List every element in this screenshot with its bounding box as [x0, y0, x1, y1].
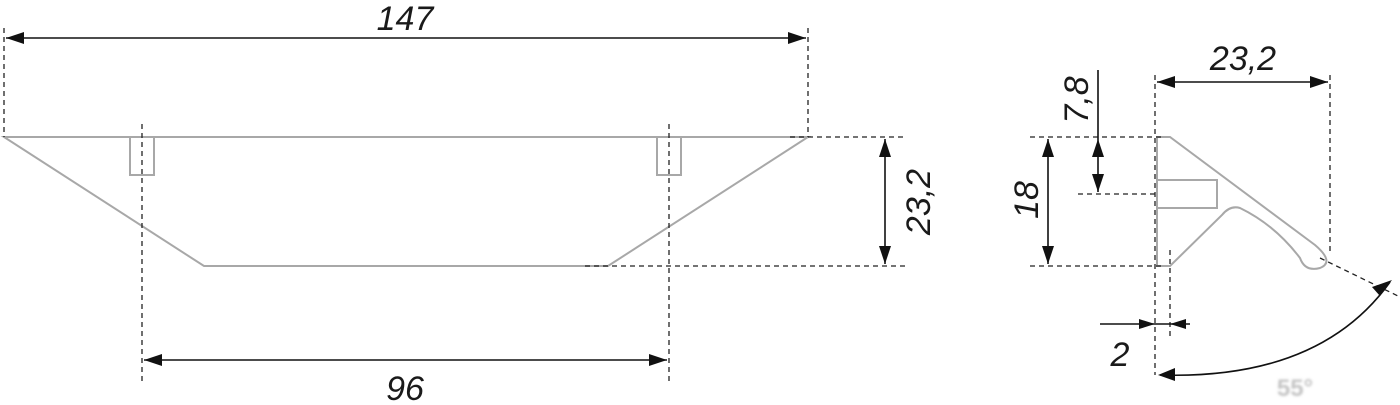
dimension-label-thickness: 2: [1110, 336, 1130, 374]
dimension-height: 23,2: [879, 139, 938, 264]
dimension-overall-length: 147: [6, 0, 806, 44]
dimension-label-depth: 23,2: [1209, 40, 1276, 78]
mounting-tab: [1156, 179, 1218, 209]
dimension-angle: 55°: [1158, 280, 1392, 402]
extension-line-angle: [1319, 257, 1399, 297]
front-view: 147 96 23,2: [0, 0, 938, 405]
side-view: 23,2 7,8 18 2 55°: [1008, 40, 1399, 402]
dimension-label-offset: 7,8: [1058, 76, 1096, 123]
handle-side-profile: [1156, 136, 1328, 270]
dimension-label-hole-spacing: 96: [386, 370, 424, 405]
dimension-label-overall-length: 147: [377, 0, 435, 38]
dimension-offset: 7,8: [1058, 70, 1104, 192]
dimension-thickness: 2: [1100, 319, 1190, 374]
handle-front-outline: [0, 136, 812, 267]
dimension-hole-spacing: 96: [144, 354, 667, 405]
dimension-label-base-height: 18: [1008, 181, 1046, 219]
dimension-label-height: 23,2: [900, 169, 938, 236]
dimension-label-angle: 55°: [1277, 375, 1313, 402]
dimension-base-height: 18: [1008, 139, 1054, 264]
dimension-depth: 23,2: [1157, 40, 1328, 88]
